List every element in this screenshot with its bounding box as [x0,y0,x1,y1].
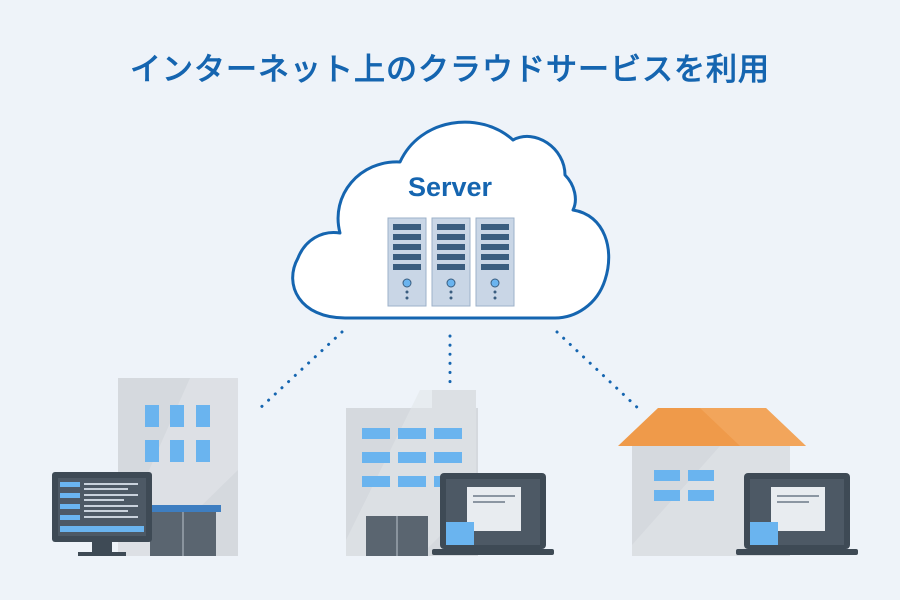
cloud: Server [291,120,611,320]
server-rack-1 [387,217,427,307]
connection-line-office [256,330,344,412]
laptop-company [432,473,554,555]
server-rack-2 [431,217,471,307]
page-title: インターネット上のクラウドサービスを利用 [130,52,770,88]
cloud-label: Server [408,172,493,202]
office-windows [145,405,210,462]
laptop-house [736,473,858,555]
desktop-monitor [52,472,152,556]
connection-lines [256,330,642,412]
connection-line-house [555,330,642,412]
house-windows [654,470,714,501]
server-rack-3 [475,217,515,307]
server-racks [387,217,515,307]
